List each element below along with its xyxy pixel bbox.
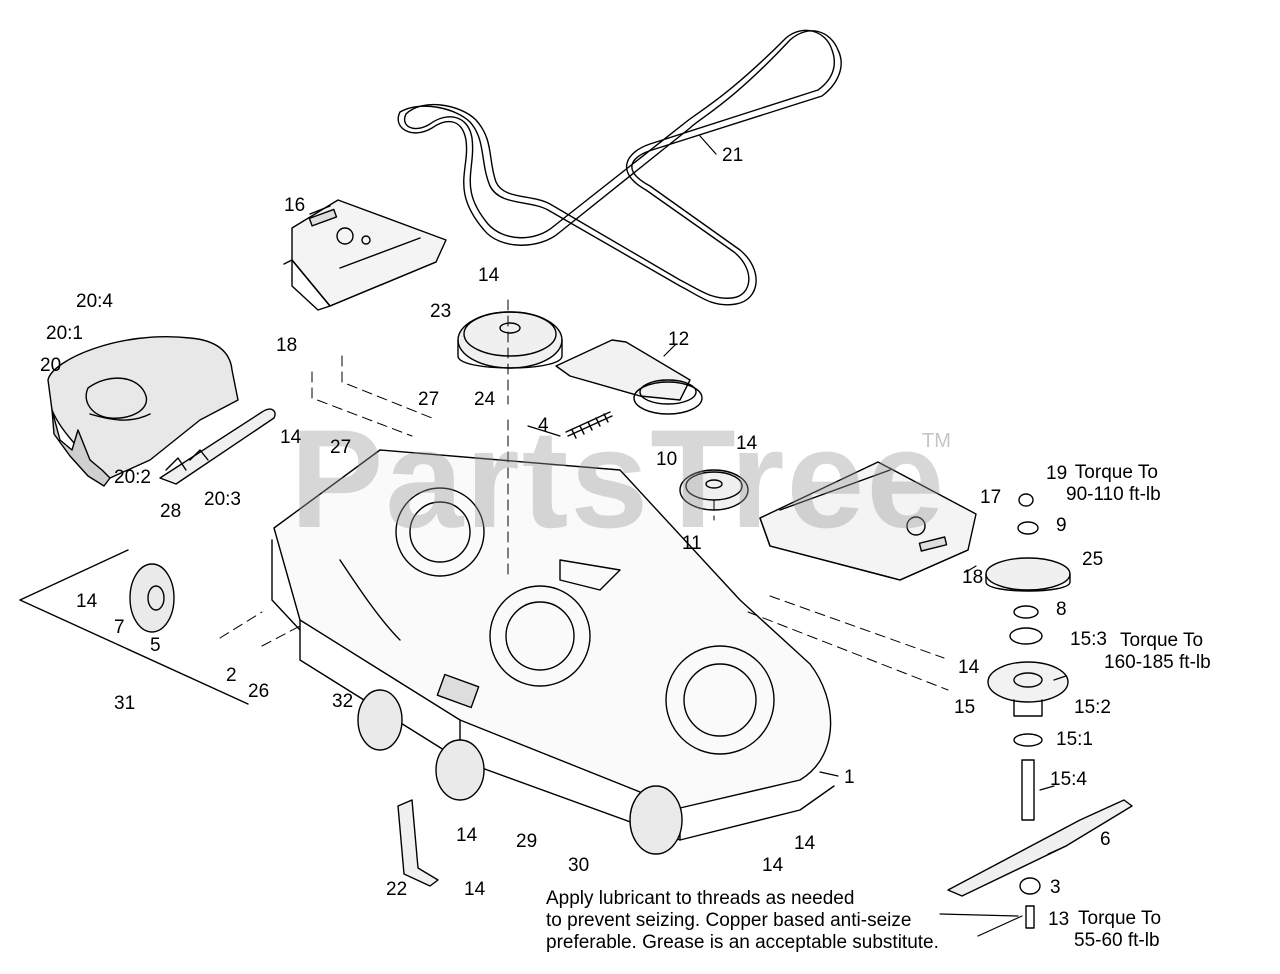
callout-14[interactable]: 14: [464, 879, 486, 900]
lubricant-note-line2: to prevent seizing. Copper based anti-se…: [546, 909, 912, 931]
callout-19[interactable]: 19: [1046, 463, 1068, 484]
callout-14[interactable]: 14: [456, 825, 478, 846]
guide-lines: [219, 299, 949, 691]
deck-wheels: [357, 689, 683, 855]
callout-18[interactable]: 18: [962, 567, 984, 588]
callout-15-4[interactable]: 15:4: [1050, 769, 1087, 790]
callout-8[interactable]: 8: [1056, 599, 1067, 620]
lubricant-note: Apply lubricant to threads as needed to …: [546, 888, 939, 954]
callout-28[interactable]: 28: [160, 501, 182, 522]
torque-note-15-3-line1: Torque To: [1120, 630, 1204, 651]
callout-18[interactable]: 18: [276, 335, 298, 356]
callout-14[interactable]: 14: [76, 591, 98, 612]
callout-29[interactable]: 29: [516, 831, 538, 852]
torque-note-13-line1: Torque To: [1078, 908, 1162, 929]
watermark-tm: TM: [922, 430, 951, 452]
group-bracket-31: [19, 549, 249, 705]
caster-wheel-7: [129, 563, 175, 633]
callout-20-1[interactable]: 20:1: [46, 323, 83, 344]
callout-31[interactable]: 31: [114, 693, 136, 714]
callout-15-2[interactable]: 15:2: [1074, 697, 1111, 718]
callout-24[interactable]: 24: [474, 389, 496, 410]
watermark: PartsTree: [290, 400, 947, 557]
callout-4[interactable]: 4: [538, 415, 549, 436]
callout-15-1[interactable]: 15:1: [1056, 729, 1093, 750]
callout-21[interactable]: 21: [722, 145, 744, 166]
callout-10[interactable]: 10: [656, 449, 678, 470]
callout-14[interactable]: 14: [478, 265, 500, 286]
callout-27[interactable]: 27: [330, 437, 352, 458]
belt-cover-16: [283, 199, 447, 311]
spindle-assembly: [947, 493, 1133, 929]
callout-11[interactable]: 11: [682, 533, 702, 554]
belt-21: [397, 29, 842, 306]
callout-9[interactable]: 9: [1056, 515, 1067, 536]
idler-arm-12: [555, 339, 703, 415]
callout-14[interactable]: 14: [958, 657, 980, 678]
torque-note-19: Torque To 90-110 ft-lb: [1066, 462, 1161, 506]
callout-13[interactable]: 13: [1048, 909, 1070, 930]
torque-note-19-line2: 90-110 ft-lb: [1066, 483, 1161, 505]
callout-22[interactable]: 22: [386, 879, 408, 900]
callout-14[interactable]: 14: [736, 433, 758, 454]
callout-26[interactable]: 26: [248, 681, 270, 702]
callout-32[interactable]: 32: [332, 691, 354, 712]
callout-20[interactable]: 20: [40, 355, 62, 376]
callout-15-3[interactable]: 15:3: [1070, 629, 1107, 650]
callout-23[interactable]: 23: [430, 301, 452, 322]
torque-note-15-3: Torque To 160-185 ft-lb: [1104, 630, 1211, 674]
torque-note-19-line1: Torque To: [1074, 462, 1158, 483]
bracket-20-2: [159, 408, 276, 485]
callout-17[interactable]: 17: [980, 487, 1002, 508]
pulley-23: [457, 311, 563, 369]
callout-3[interactable]: 3: [1050, 877, 1061, 898]
callout-15[interactable]: 15: [954, 697, 976, 718]
callout-20-3[interactable]: 20:3: [204, 489, 241, 510]
callout-7[interactable]: 7: [114, 617, 125, 638]
leader-lines: [527, 135, 1067, 937]
callout-2[interactable]: 2: [226, 665, 237, 686]
mower-deck-1: [271, 449, 835, 841]
belt-cover-17: [759, 461, 977, 581]
torque-note-15-3-line2: 160-185 ft-lb: [1104, 651, 1211, 673]
lubricant-note-line1: Apply lubricant to threads as needed: [546, 888, 855, 909]
callout-16[interactable]: 16: [284, 195, 306, 216]
callout-6[interactable]: 6: [1100, 829, 1111, 850]
callout-1[interactable]: 1: [844, 767, 855, 788]
callout-20-2[interactable]: 20:2: [114, 467, 151, 488]
callout-27[interactable]: 27: [418, 389, 440, 410]
callout-30[interactable]: 30: [568, 855, 590, 876]
callout-14[interactable]: 14: [762, 855, 784, 876]
bracket-22: [397, 799, 439, 887]
spring-4: [565, 411, 613, 439]
callout-25[interactable]: 25: [1082, 549, 1104, 570]
torque-note-13-line2: 55-60 ft-lb: [1074, 929, 1160, 951]
callout-5[interactable]: 5: [150, 635, 161, 656]
callout-14[interactable]: 14: [280, 427, 302, 448]
callout-20-4[interactable]: 20:4: [76, 291, 113, 312]
callout-14[interactable]: 14: [794, 833, 816, 854]
cover-20: [47, 336, 239, 487]
torque-note-13: Torque To 55-60 ft-lb: [1074, 908, 1162, 952]
lubricant-note-line3: preferable. Grease is an acceptable subs…: [546, 931, 939, 953]
callout-12[interactable]: 12: [668, 329, 690, 350]
